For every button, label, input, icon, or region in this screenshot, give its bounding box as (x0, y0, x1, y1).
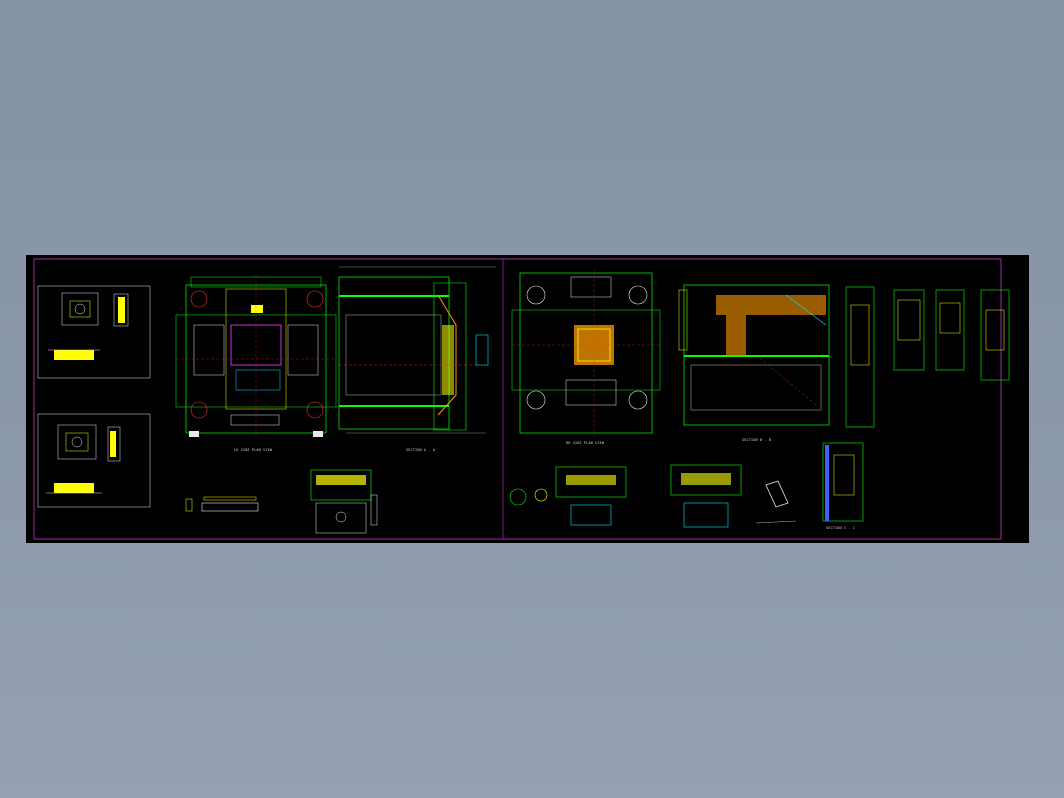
detail-view-bottom-right-group (509, 464, 797, 528)
section-c-label: SECTION C - C (826, 526, 855, 530)
rh-side-plan-view-label: RH SIDE PLAN VIEW (566, 441, 605, 445)
cad-drawing-canvas[interactable]: LH SIDE PLAN VIEW SECTION A - A (26, 255, 1029, 543)
section-a-view: SECTION A - A (338, 266, 496, 452)
section-b-label: SECTION B - B (742, 438, 771, 442)
lh-side-plan-view: LH SIDE PLAN VIEW (175, 275, 337, 452)
section-b-view: SECTION B - B (678, 284, 830, 442)
section-c-view: SECTION C - C (822, 442, 864, 530)
detail-view-bar (185, 496, 259, 512)
rh-side-plan-view: RH SIDE PLAN VIEW (511, 269, 661, 445)
lh-side-plan-view-label: LH SIDE PLAN VIEW (234, 448, 273, 452)
sheet-border (33, 258, 1002, 540)
detail-view-bottom-left (37, 413, 151, 508)
detail-view-slider-block (310, 469, 378, 534)
section-a-label: SECTION A - A (406, 448, 435, 452)
detail-view-top-left (37, 285, 151, 379)
section-columns-right (845, 286, 1010, 428)
drawing-sheet[interactable]: LH SIDE PLAN VIEW SECTION A - A (26, 255, 1029, 543)
